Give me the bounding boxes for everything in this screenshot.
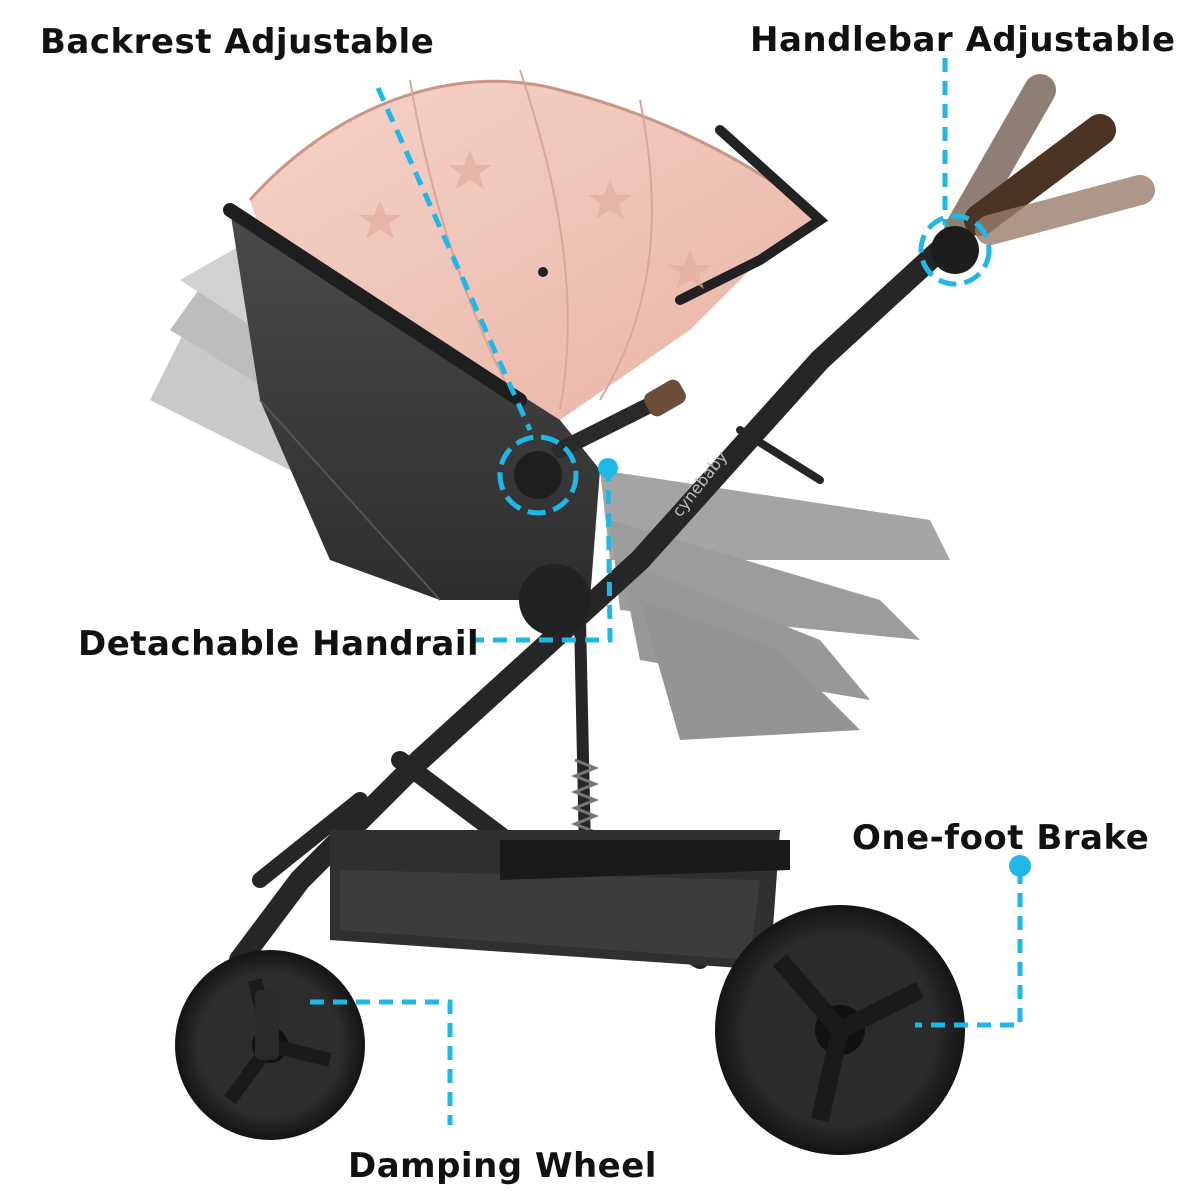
storage-basket (330, 830, 790, 970)
canopy (248, 69, 829, 421)
brake-marker-dot (1009, 855, 1031, 877)
callout-rings (497, 213, 992, 516)
handrail-marker-dot (598, 458, 618, 478)
handlebar-positions (931, 74, 1155, 274)
callout-leaders (310, 58, 1023, 1125)
seat-pivot (519, 564, 591, 636)
callout-damping-wheel: Damping Wheel (348, 1146, 657, 1186)
seat-hinge (514, 451, 562, 499)
callout-detachable-handrail: Detachable Handrail (78, 624, 480, 664)
rear-wheel (715, 905, 965, 1155)
seat-body (223, 203, 600, 601)
suspension-spring (570, 758, 600, 834)
callout-one-foot-brake: One-foot Brake (852, 818, 1150, 858)
handrail-bar (552, 379, 686, 458)
callout-backrest-adjustable: Backrest Adjustable (40, 22, 435, 62)
callout-handlebar-adjustable: Handlebar Adjustable (750, 20, 1176, 60)
legrest-ghost-positions (600, 470, 950, 740)
front-wheel (175, 950, 365, 1140)
brand-logo-text: cynebaby (668, 447, 731, 520)
